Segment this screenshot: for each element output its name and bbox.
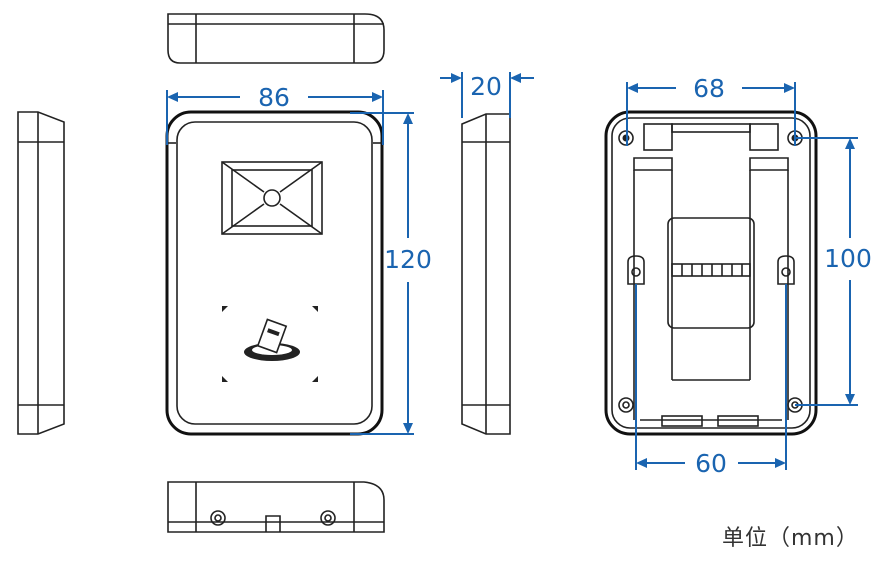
- top-view: [167, 13, 385, 64]
- dim-label-86: 86: [258, 83, 290, 112]
- dim-label-60: 60: [695, 449, 727, 478]
- unit-label: 单位（mm）: [722, 526, 859, 551]
- dim-label-20: 20: [470, 72, 502, 101]
- dimension-120: 120: [350, 112, 432, 435]
- bottom-view: [167, 481, 385, 533]
- dimension-68: 68: [626, 74, 796, 146]
- card-reader-icon: [244, 318, 300, 361]
- dim-label-68: 68: [693, 74, 725, 103]
- dimension-60: 60: [635, 284, 787, 478]
- left-side-view: [17, 111, 65, 435]
- dimension-20: 20: [440, 72, 534, 118]
- dimension-100: 100: [795, 137, 872, 406]
- dim-label-100: 100: [824, 244, 872, 273]
- dim-label-120: 120: [384, 245, 432, 274]
- dimension-86: 86: [166, 83, 384, 145]
- right-side-view: [461, 113, 511, 435]
- terminal-block: [671, 263, 751, 277]
- card-area-markers: [222, 306, 318, 382]
- back-view: [604, 110, 818, 436]
- front-view: [165, 110, 384, 436]
- indicator-window: [221, 161, 323, 235]
- mounting-holes: [618, 130, 803, 413]
